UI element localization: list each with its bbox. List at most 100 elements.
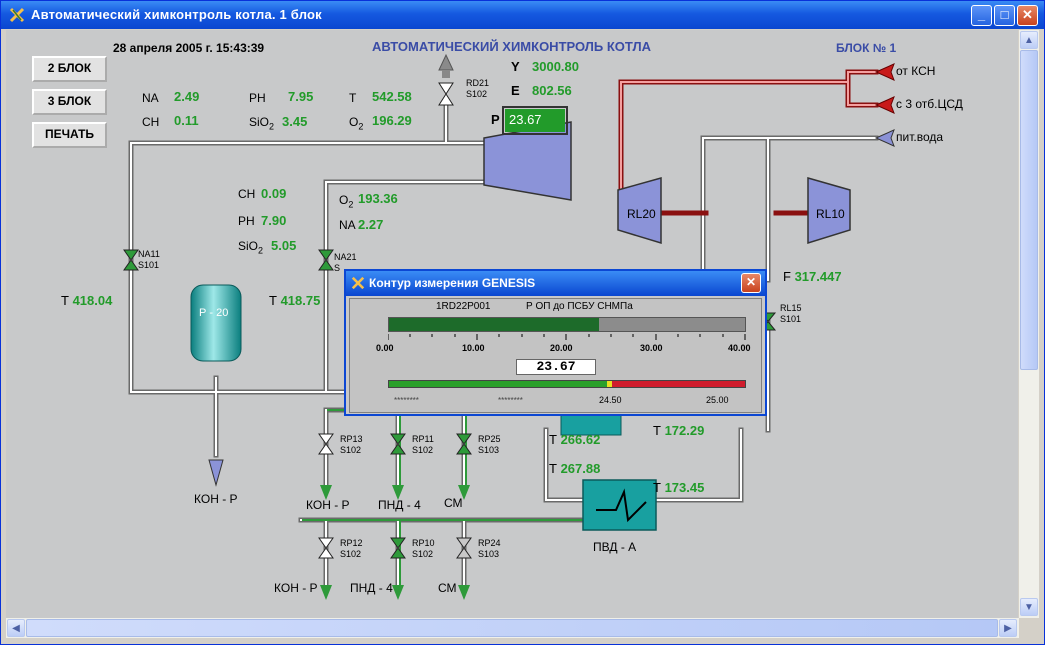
flow-value: F 317.447	[783, 269, 842, 284]
scale-label-10: 10.00	[462, 343, 485, 353]
scroll-right-button[interactable]: ▶	[999, 619, 1017, 637]
pipe-network	[123, 53, 895, 600]
block3-button[interactable]: 3 БЛОК	[32, 89, 107, 115]
scale-label-30: 30.00	[640, 343, 663, 353]
ph2-label: PH	[238, 214, 255, 228]
vertical-scrollbar[interactable]: ▲ ▼	[1019, 30, 1039, 618]
t-mid-value: T 418.75	[269, 293, 321, 308]
t-label: T	[349, 91, 357, 105]
genesis-dialog: Контур измерения GENESIS ✕ 1RD22P001 Р О…	[344, 269, 767, 416]
outlet-kon-r-1: КОН - Р	[194, 492, 238, 506]
outlet-pnd4-2: ПНД - 4	[350, 581, 393, 595]
outlet-sm-2: СМ	[438, 581, 457, 595]
t-267-value: T 267.88	[549, 461, 601, 476]
t-left-value: T 418.04	[61, 293, 113, 308]
p-label: P	[491, 112, 500, 127]
dialog-close-button[interactable]: ✕	[741, 273, 761, 293]
limit-label-alarm: 25.00	[706, 395, 729, 405]
outlet-pnd4-1: ПНД - 4	[378, 498, 421, 512]
limit-label-2: ********	[498, 396, 523, 405]
t-173-value: T 173.45	[653, 480, 705, 495]
limit-label-warning: 24.50	[599, 395, 622, 405]
sio2b-value: 5.05	[271, 238, 297, 253]
ch-label: CH	[142, 115, 160, 129]
measurement-description: Р ОП до ПСБУ СНМПа	[526, 301, 633, 312]
e-value: 802.56	[532, 83, 572, 98]
ph-value: 7.95	[288, 89, 314, 104]
vertical-scroll-thumb[interactable]	[1020, 50, 1038, 370]
t-172-value: T 172.29	[653, 423, 705, 438]
current-value-display: 23.67	[516, 359, 596, 375]
outlet-kon-r-3: КОН - Р	[274, 581, 318, 595]
level-bar-fill	[389, 318, 599, 331]
t-266-value: T 266.62	[549, 432, 601, 447]
dialog-title-bar[interactable]: Контур измерения GENESIS ✕	[346, 271, 765, 296]
datetime-label: 28 апреля 2005 г. 15:43:39	[113, 41, 265, 55]
na2-value: 2.27	[358, 217, 384, 232]
mnemonic-diagram: 2 БЛОК 3 БЛОК ПЕЧАТЬ 28 апреля 2005 г. 1…	[6, 30, 1018, 618]
source-feedwater: пит.вода	[896, 130, 944, 144]
source-csd: с 3 отб.ЦСД	[896, 97, 963, 111]
na-value: 2.49	[174, 89, 200, 104]
tank-p20-label[interactable]: Р - 20	[199, 307, 229, 319]
rl20-label[interactable]: RL20	[627, 207, 656, 221]
ch2-value: 0.09	[261, 186, 287, 201]
page-title: АВТОМАТИЧЕСКИЙ ХИМКОНТРОЛЬ КОТЛА	[372, 39, 652, 54]
t-value: 542.58	[372, 89, 412, 104]
sio2b-label: SiO2	[238, 239, 264, 256]
source-ksn: от КСН	[896, 64, 936, 78]
sio2-label: SiO2	[249, 115, 275, 132]
o2-label: O2	[349, 115, 364, 132]
window-title: Автоматический химконтроль котла. 1 блок	[31, 7, 322, 22]
y-label: Y	[511, 59, 520, 74]
limit-bar	[388, 380, 746, 388]
limit-bar-warning	[607, 381, 612, 387]
na2-label: NA	[339, 218, 356, 232]
horizontal-scrollbar[interactable]: ◀ ▶	[6, 618, 1019, 638]
scale-label-20: 20.00	[550, 343, 573, 353]
block2-button[interactable]: 2 БЛОК	[32, 56, 107, 82]
title-bar[interactable]: Автоматический химконтроль котла. 1 блок…	[1, 1, 1044, 29]
ch-value: 0.11	[174, 113, 199, 128]
level-bar	[388, 317, 746, 332]
dialog-app-icon	[351, 276, 365, 290]
scale-ticks	[388, 334, 746, 340]
scroll-left-button[interactable]: ◀	[7, 619, 25, 637]
measurement-tag: 1RD22P001	[436, 301, 491, 312]
dialog-title: Контур измерения GENESIS	[369, 276, 536, 290]
scale-label-0: 0.00	[376, 343, 394, 353]
outlet-sm-1: СМ	[444, 496, 463, 510]
ph-label: PH	[249, 91, 266, 105]
print-button[interactable]: ПЕЧАТЬ	[32, 122, 107, 148]
limit-bar-normal	[389, 381, 607, 387]
scroll-down-button[interactable]: ▼	[1020, 598, 1038, 616]
o2b-label: O2	[339, 193, 354, 210]
y-value: 3000.80	[532, 59, 579, 74]
scroll-up-button[interactable]: ▲	[1020, 31, 1038, 49]
p-value: 23.67	[509, 112, 542, 127]
rl10-label[interactable]: RL10	[816, 207, 845, 221]
sio2-value: 3.45	[282, 114, 308, 129]
limit-label-1: ********	[394, 396, 419, 405]
pvd-a-label[interactable]: ПВД - А	[593, 540, 637, 554]
minimize-button[interactable]: _	[971, 5, 992, 26]
limit-bar-alarm	[612, 381, 745, 387]
close-button[interactable]: ✕	[1017, 5, 1038, 26]
ph2-value: 7.90	[261, 213, 287, 228]
scale-label-40: 40.00	[728, 343, 751, 353]
dialog-body: 1RD22P001 Р ОП до ПСБУ СНМПа 0.00 10.00 …	[349, 298, 762, 413]
maximize-button[interactable]: □	[994, 5, 1015, 26]
outlet-kon-r-2: КОН - Р	[306, 498, 350, 512]
horizontal-scroll-thumb[interactable]	[26, 619, 998, 637]
